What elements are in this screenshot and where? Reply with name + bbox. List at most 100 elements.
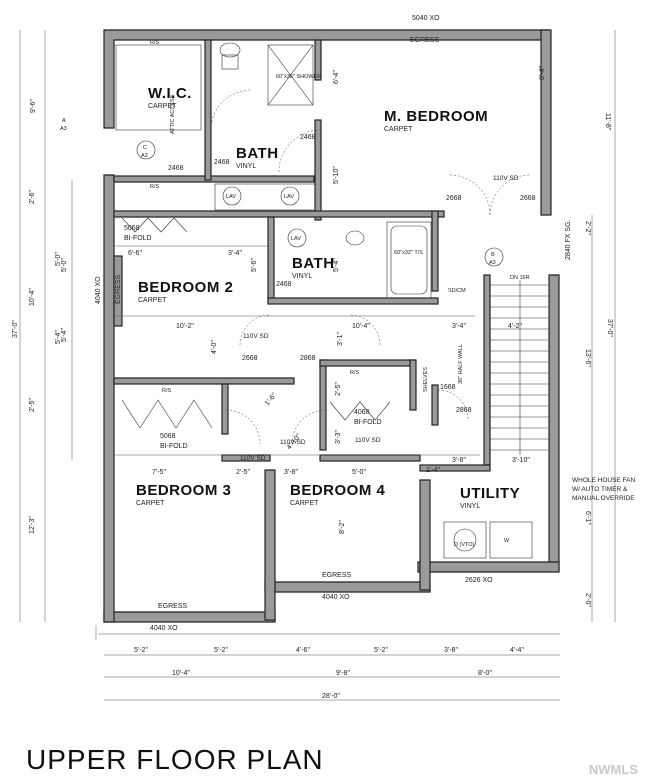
dim-bed2-w1: 6'-6" [128, 250, 142, 257]
dim-bot-7: 10'-4" [172, 670, 190, 677]
dim-closet-w: 1'-6" [264, 392, 279, 408]
door-swings [121, 89, 531, 445]
right-dimensions: 11'-8" 2'-2" 37'-0" 13'-6" 6'-1" 2'-0" 6… [539, 66, 613, 608]
dim-util-h2: 8'-2" [339, 520, 346, 534]
door-window-tags: 5068 BI-FOLD 5068 BI-FOLD 4068 BI-FOLD 2… [95, 15, 572, 632]
door-bifold2-size: 5068 [160, 433, 176, 440]
window-utility: 2626 XO [465, 577, 493, 584]
room-bath2-name: BATH [292, 255, 335, 272]
label-shower: 60"x36" SHOWER [276, 74, 321, 80]
label-lav-3: LAV [291, 236, 301, 242]
dim-bot-10: 28'-0" [322, 693, 340, 700]
door-2868-b: 2868 [300, 355, 316, 362]
label-rs-2: R/S [150, 184, 160, 190]
dim-bot-4: 5'-2" [374, 647, 388, 654]
room-bedroom3-name: BEDROOM 3 [136, 482, 231, 499]
dim-bed3-w2: 2'-5" [236, 469, 250, 476]
dim-left-8: 5'-4" [55, 330, 62, 344]
door-2668-b: 2668 [446, 195, 462, 202]
door-2468-d: 2468 [168, 165, 184, 172]
note-sd-5: 110V SD [280, 439, 306, 446]
egress-bed2: EGRESS [115, 274, 122, 304]
dim-mbath-h: 6'-4" [333, 70, 340, 84]
label-shelves: SHELVES [423, 367, 429, 392]
note-sd-2: 110V SD [243, 333, 269, 340]
label-dryer: D (VTO) [454, 542, 475, 548]
room-bedroom3-floor: CARPET [136, 500, 165, 507]
dim-left-7: 5'-0" [55, 252, 62, 266]
dim-bot-2: 5'-2" [214, 647, 228, 654]
note-sd-3: 110V SD [240, 455, 266, 462]
room-bedroom2-floor: CARPET [138, 297, 167, 304]
door-bifold3-size: 4068 [354, 409, 370, 416]
door-bifold1-type: BI-FOLD [124, 235, 152, 242]
dim-bot-5: 3'-8" [444, 647, 458, 654]
dim-util-w2: 3'-10" [512, 457, 530, 464]
label-washer: W [504, 538, 510, 544]
label-half-wall: 36" HALF WALL [458, 344, 464, 384]
stair [490, 280, 548, 455]
left-dimensions: 9'-6" 2'-6" 10'-4" 37'-0" 2'-5" 12'-3" 5… [12, 99, 62, 534]
note-fan-2: W/ AUTO TIMER & [572, 486, 628, 493]
label-dn: DN 16R [510, 275, 530, 281]
fixture-labels: 60"x36" SHOWER 60"x32" T/S LAV LAV LAV A… [60, 40, 530, 548]
notes: WHOLE HOUSE FAN W/ AUTO TIMER & MANUAL O… [240, 175, 636, 502]
room-bedroom4-floor: CARPET [290, 500, 319, 507]
window-top: 5040 XO [412, 15, 440, 22]
door-2868: 2868 [456, 407, 472, 414]
dim-util-w: 3'-8" [452, 457, 466, 464]
ref-b-sheet: A3 [489, 260, 496, 266]
label-tub: 60"x32" T/S [394, 250, 423, 256]
dim-bed2-w2: 3'-4" [228, 250, 242, 257]
interior-dimensions: 6'-6" 3'-4" 5'-0" 5'-4" 10'-2" 10'-4" 3'… [61, 70, 530, 534]
dim-right-7: 6'-4" [539, 66, 546, 80]
dim-closet-h: 2'-5" [335, 382, 342, 396]
dim-left-6: 12'-3" [29, 516, 36, 534]
dim-hall-w1: 10'-2" [176, 323, 194, 330]
dim-hall-w3: 3'-4" [452, 323, 466, 330]
dim-right-6: 2'-0" [584, 593, 591, 607]
ref-c: C [143, 145, 147, 151]
dim-right-1: 11'-8" [604, 113, 611, 131]
dim-left-1: 9'-6" [30, 99, 37, 113]
dim-left-4: 37'-0" [12, 320, 19, 338]
door-2468-a: 2468 [214, 159, 230, 166]
egress-bed4: EGRESS [322, 572, 352, 579]
room-bedroom4-name: BEDROOM 4 [290, 482, 386, 499]
room-bedroom2-name: BEDROOM 2 [138, 279, 233, 296]
dim-hall-h2: 3'-1" [337, 332, 344, 346]
dim-bot-6: 4'-4" [510, 647, 524, 654]
dim-right-4: 13'-6" [584, 349, 591, 367]
exterior-walls [103, 29, 560, 623]
dimension-lines [19, 30, 616, 701]
dim-left-5: 2'-5" [29, 398, 36, 412]
room-master-bedroom-name: M. BEDROOM [384, 108, 488, 125]
dim-bot-9: 8'-0" [478, 670, 492, 677]
room-utility-floor: VINYL [460, 503, 480, 510]
dim-bed4-w2: 5'-0" [352, 469, 366, 476]
dim-hall-w2: 10'-4" [352, 323, 370, 330]
room-utility-name: UTILITY [460, 485, 520, 502]
dim-bath2-h: 5'-4" [333, 258, 340, 272]
note-fan-3: MANUAL OVERRIDE [572, 495, 635, 502]
dim-bot-8: 9'-8" [336, 670, 350, 677]
egress-bed3: EGRESS [158, 603, 188, 610]
dim-bot-3: 4'-6" [296, 647, 310, 654]
ref-a: A [62, 118, 66, 124]
room-master-bath-name: BATH [236, 145, 279, 162]
egress-top: EGRESS [410, 37, 440, 44]
door-1668: 1668 [440, 384, 456, 391]
label-lav-2: LAV [284, 194, 294, 200]
dim-hall-h: 4'-0" [211, 340, 218, 354]
room-master-bedroom-floor: CARPET [384, 126, 413, 133]
room-bath2-floor: VINYL [292, 273, 312, 280]
door-bifold1-size: 5068 [124, 225, 140, 232]
door-bifold3-type: BI-FOLD [354, 419, 382, 426]
dim-closet-h2: 3'-3" [335, 430, 342, 444]
door-2468-b: 2468 [300, 134, 316, 141]
dim-hall-w4: 4'-2" [508, 323, 522, 330]
ref-c-sheet: A3 [141, 153, 148, 159]
bottom-dimensions: 5'-2" 5'-2" 4'-6" 5'-2" 3'-8" 4'-4" 10'-… [134, 647, 524, 700]
label-attic: ATTIC ACCESS [170, 94, 176, 134]
